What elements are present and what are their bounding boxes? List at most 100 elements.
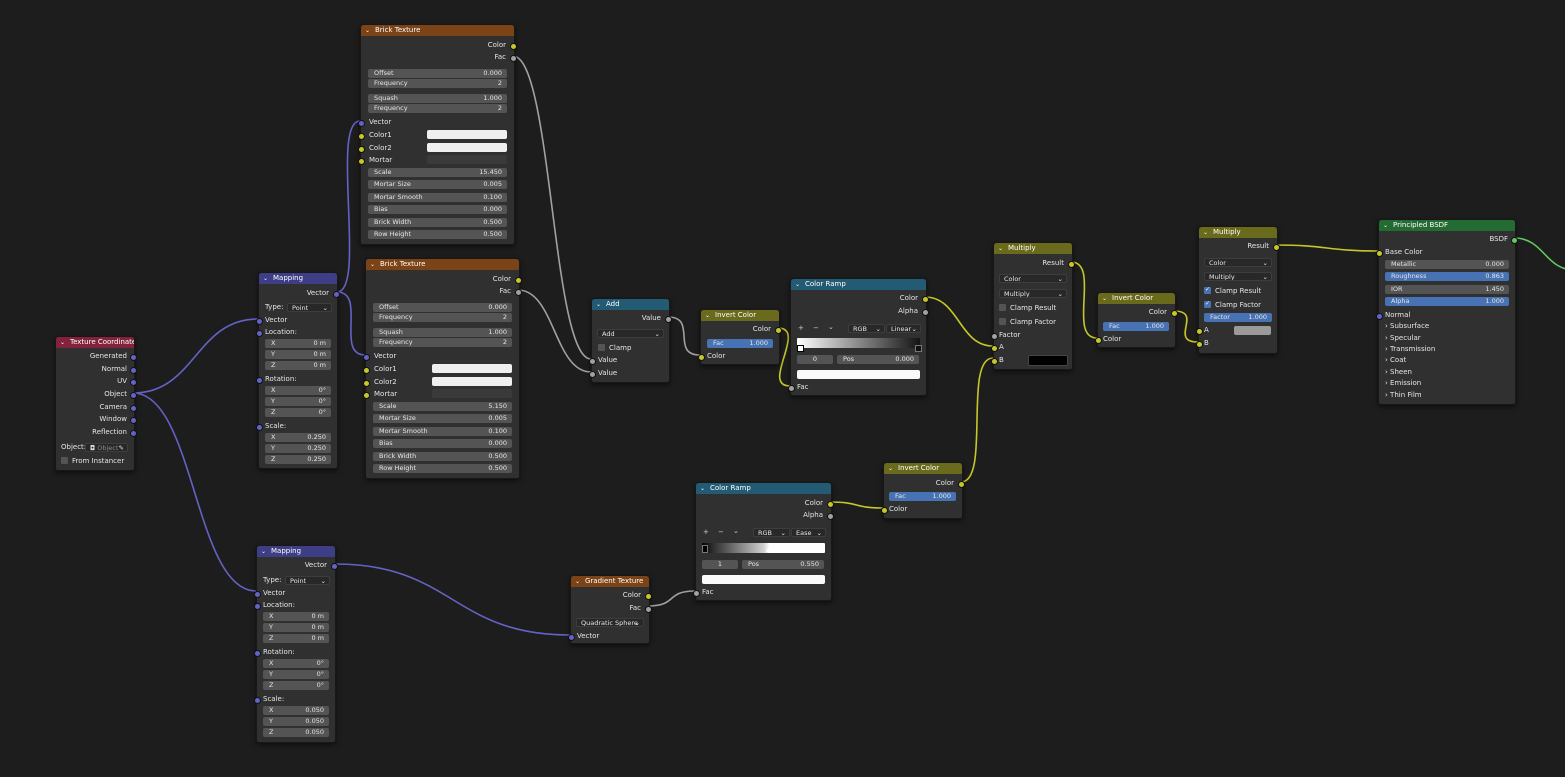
link-invert3-multiply1[interactable] xyxy=(960,357,994,483)
principled-bsdf-node[interactable]: ⌄Principled BSDF BSDF Base Color Metalli… xyxy=(1376,219,1518,405)
socket-color-icon[interactable] xyxy=(363,367,370,374)
link-ramp2-invert3[interactable] xyxy=(829,501,884,509)
clamp-result-checkbox[interactable]: Clamp Result xyxy=(999,302,1056,314)
socket-color-icon[interactable] xyxy=(1196,341,1203,348)
link-invert1-ramp1[interactable] xyxy=(777,327,791,387)
data-type-dropdown[interactable]: Color⌄ xyxy=(1204,258,1272,267)
data-type-dropdown[interactable]: Color⌄ xyxy=(999,274,1067,283)
stop-color-swatch[interactable] xyxy=(797,370,920,379)
socket-vector-icon[interactable] xyxy=(130,417,137,424)
socket-color-icon[interactable] xyxy=(1196,328,1203,335)
socket-vector-icon[interactable] xyxy=(130,392,137,399)
socket-vector-icon[interactable] xyxy=(331,563,338,570)
link-brick1-add[interactable] xyxy=(512,55,592,360)
socket-color-icon[interactable] xyxy=(775,327,782,334)
node-header[interactable]: ⌄Brick Texture xyxy=(366,259,519,270)
node-header[interactable]: ⌄Mapping xyxy=(259,273,337,284)
socket-vector-icon[interactable] xyxy=(130,430,137,437)
node-header[interactable]: ⌄Mapping xyxy=(257,546,335,557)
gradient-type-dropdown[interactable]: Quadratic Sphere⌄ xyxy=(576,618,644,627)
panel-specular[interactable]: › Specular xyxy=(1385,334,1421,342)
b-color-swatch[interactable] xyxy=(1028,355,1068,366)
mortar-swatch[interactable] xyxy=(427,155,507,164)
socket-vector-icon[interactable] xyxy=(254,650,261,657)
collapse-chevron-icon[interactable]: ⌄ xyxy=(596,301,602,308)
remove-stop-icon[interactable]: − xyxy=(718,528,724,536)
collapse-chevron-icon[interactable]: ⌄ xyxy=(575,578,581,585)
a-color-swatch[interactable] xyxy=(1234,326,1271,335)
socket-color-icon[interactable] xyxy=(1376,250,1383,257)
mapping-node-2[interactable]: ⌄Mapping Vector Type: Point⌄ Vector Loca… xyxy=(254,545,338,743)
node-header[interactable]: ⌄Color Ramp xyxy=(791,279,926,290)
socket-float-icon[interactable] xyxy=(645,606,652,613)
socket-color-icon[interactable] xyxy=(358,133,365,140)
color-ramp-node-1[interactable]: ⌄Color Ramp Color Alpha + − ⌄ RGB⌄ Linea… xyxy=(788,278,929,396)
color2-swatch[interactable] xyxy=(432,377,512,386)
collapse-chevron-icon[interactable]: ⌄ xyxy=(261,548,267,555)
socket-vector-icon[interactable] xyxy=(254,591,261,598)
socket-color-icon[interactable] xyxy=(358,146,365,153)
from-instancer-checkbox[interactable]: From Instancer xyxy=(61,455,124,467)
gradient-texture-node[interactable]: ⌄Gradient Texture Color Fac Quadratic Sp… xyxy=(568,575,652,644)
socket-float-icon[interactable] xyxy=(693,590,700,597)
color1-swatch[interactable] xyxy=(432,364,512,373)
socket-vector-icon[interactable] xyxy=(254,603,261,610)
socket-float-icon[interactable] xyxy=(665,316,672,323)
add-stop-icon[interactable]: + xyxy=(798,324,804,332)
color-ramp-bar[interactable] xyxy=(702,543,825,553)
socket-vector-icon[interactable] xyxy=(130,405,137,412)
socket-vector-icon[interactable] xyxy=(130,379,137,386)
clamp-factor-checkbox[interactable]: Clamp Factor xyxy=(999,316,1056,328)
panel-emission[interactable]: › Emission xyxy=(1385,379,1422,387)
socket-color-icon[interactable] xyxy=(1068,261,1075,268)
socket-float-icon[interactable] xyxy=(589,371,596,378)
node-header[interactable]: ⌄Invert Color xyxy=(701,310,779,321)
node-header[interactable]: ⌄Multiply xyxy=(994,243,1072,254)
socket-float-icon[interactable] xyxy=(515,289,522,296)
socket-color-icon[interactable] xyxy=(827,501,834,508)
panel-coat[interactable]: › Coat xyxy=(1385,356,1407,364)
socket-color-icon[interactable] xyxy=(991,358,998,365)
collapse-chevron-icon[interactable]: ⌄ xyxy=(370,261,376,268)
color1-swatch[interactable] xyxy=(427,130,507,139)
node-header[interactable]: ⌄Principled BSDF xyxy=(1379,220,1515,231)
socket-vector-icon[interactable] xyxy=(256,318,263,325)
ramp-menu-icon[interactable]: ⌄ xyxy=(828,323,834,331)
socket-shader-icon[interactable] xyxy=(1511,237,1518,244)
clamp-checkbox[interactable]: Clamp xyxy=(598,342,631,354)
ramp-stop-handle[interactable] xyxy=(915,345,922,352)
collapse-chevron-icon[interactable]: ⌄ xyxy=(795,281,801,288)
collapse-chevron-icon[interactable]: ⌄ xyxy=(998,245,1004,252)
clamp-factor-checkbox[interactable]: Clamp Factor xyxy=(1204,298,1261,311)
link-mapping2-gradient[interactable] xyxy=(334,563,571,636)
collapse-chevron-icon[interactable]: ⌄ xyxy=(705,312,711,319)
socket-vector-icon[interactable] xyxy=(256,377,263,384)
link-object-mapping1[interactable] xyxy=(132,318,259,394)
link-mapping1-brick2[interactable] xyxy=(336,291,366,356)
panel-sheen[interactable]: › Sheen xyxy=(1385,368,1412,376)
collapse-chevron-icon[interactable]: ⌄ xyxy=(1102,295,1108,302)
